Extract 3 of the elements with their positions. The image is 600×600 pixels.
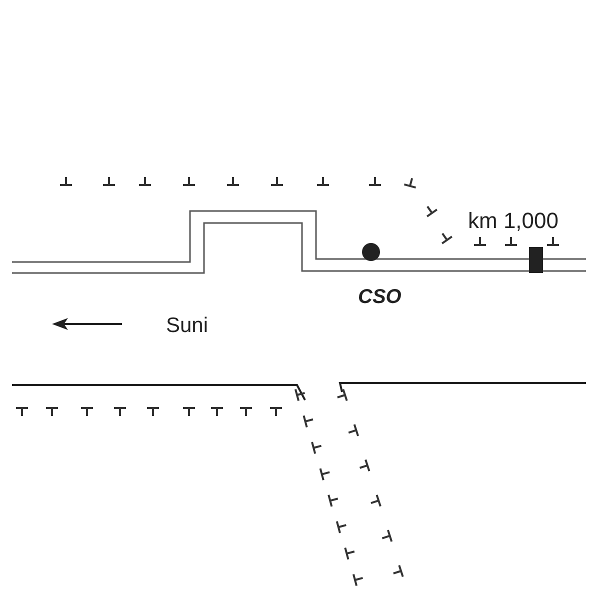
cso-label: CSO <box>358 287 402 307</box>
distance-label: km 1,000 <box>468 210 558 232</box>
river-name: Suni <box>166 315 208 336</box>
